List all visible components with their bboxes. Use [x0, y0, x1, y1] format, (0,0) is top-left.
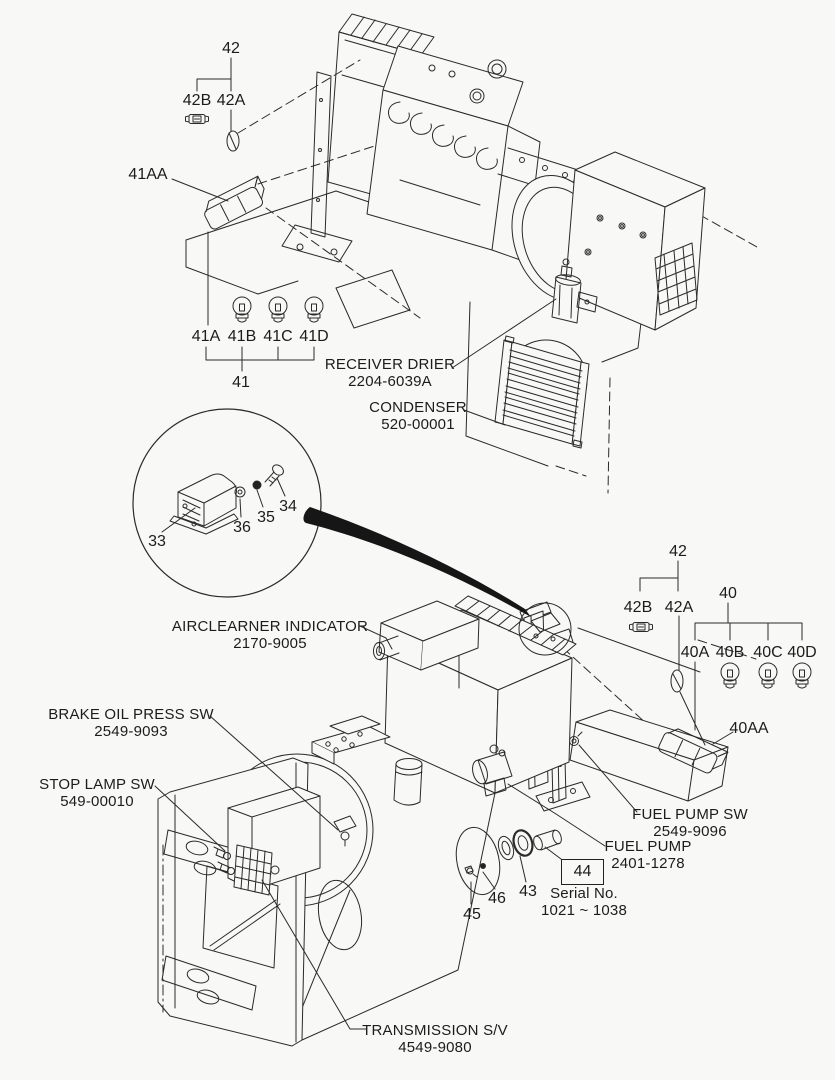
callout-41aa: 41AA — [128, 166, 168, 183]
receiver-drier-title: RECEIVER DRIER — [324, 356, 456, 373]
callout-42a-top: 42A — [216, 92, 246, 109]
stop-lamp-sw-title: STOP LAMP SW — [39, 776, 155, 793]
callout-40aa: 40AA — [729, 720, 769, 737]
brake-oil-press-switch-part — [333, 815, 357, 847]
callout-41c: 41C — [263, 328, 293, 345]
callout-40: 40 — [719, 585, 737, 602]
serial-no-range: 1021 ~ 1038 — [540, 902, 628, 919]
hose-part — [533, 829, 562, 851]
callout-41: 41 — [232, 374, 250, 391]
callout-43: 43 — [519, 883, 537, 900]
bulb-icon — [304, 296, 324, 323]
fuel-pump-title: FUEL PUMP — [604, 838, 692, 855]
brake-oil-press-sw-part-no: 2549-9093 — [94, 723, 168, 740]
bulb-icon — [232, 296, 252, 323]
callout-45: 45 — [463, 906, 481, 923]
bulb-socket-42a-icon — [226, 130, 240, 152]
festoon-bulb-icon — [185, 114, 209, 124]
transmission-sv-label: TRANSMISSION S/V 4549-9080 — [362, 1022, 508, 1056]
top-assembly-drawing — [185, 13, 758, 494]
serial-no-text: Serial No. — [550, 885, 618, 902]
lamp-housing-icon — [199, 175, 271, 232]
washer-46-icon — [480, 863, 486, 869]
callout-41b: 41B — [227, 328, 257, 345]
callout-44-box: 44 — [561, 859, 604, 885]
aircleaner-indicator-title: AIRCLEARNER INDICATOR — [171, 618, 369, 635]
callout-40b: 40B — [715, 644, 745, 661]
top-callout-lines — [171, 57, 557, 426]
callout-42-right: 42 — [669, 543, 687, 560]
bulb-icon — [268, 296, 288, 323]
fuel-pump-sw-label: FUEL PUMP SW 2549-9096 — [632, 806, 748, 840]
detail-circle — [518, 602, 572, 656]
nut-icon — [252, 480, 262, 490]
aircleaner-indicator-part-no: 2170-9005 — [233, 635, 307, 652]
stop-lamp-sw-label: STOP LAMP SW 549-00010 — [39, 776, 155, 810]
clamp-part — [512, 829, 534, 857]
callout-40a: 40A — [680, 644, 710, 661]
transmission-sv-title: TRANSMISSION S/V — [362, 1022, 508, 1039]
stop-lamp-switch-part — [213, 846, 235, 875]
callout-41a: 41A — [191, 328, 221, 345]
receiver-drier-part-no: 2204-6039A — [348, 373, 432, 390]
fuel-pump-part-no: 2401-1278 — [611, 855, 685, 872]
callout-42a-right: 42A — [664, 599, 694, 616]
callout-40c: 40C — [753, 644, 783, 661]
callout-42b-right: 42B — [623, 599, 653, 616]
fuel-pump-sw-title: FUEL PUMP SW — [632, 806, 748, 823]
callout-42b-top: 42B — [182, 92, 212, 109]
fuel-system-parts — [464, 744, 562, 878]
bulb-icon — [720, 662, 740, 689]
bulb-socket-42a-icon — [670, 669, 684, 693]
callout-44: 44 — [573, 863, 592, 880]
fuel-pump-label: FUEL PUMP 2401-1278 — [604, 838, 691, 872]
bolt-icon — [264, 464, 284, 487]
transmission-sv-part-no: 4549-9080 — [398, 1039, 472, 1056]
washer-icon — [234, 486, 246, 498]
callout-41d: 41D — [299, 328, 329, 345]
festoon-bulb-icon — [629, 622, 653, 632]
stop-lamp-sw-part-no: 549-00010 — [60, 793, 134, 810]
callout-42-top: 42 — [222, 40, 240, 57]
lower-callout-lines — [154, 560, 812, 1030]
serial-no-label: Serial No. 1021 ~ 1038 — [541, 885, 627, 919]
bulb-icon — [792, 662, 812, 689]
inset-detail-circle — [132, 408, 322, 598]
brake-oil-press-sw-label: BRAKE OIL PRESS SW 2549-9093 — [48, 706, 214, 740]
receiver-drier-part — [551, 258, 598, 324]
bolt-45-icon — [464, 865, 478, 878]
receiver-drier-label: RECEIVER DRIER 2204-6039A — [325, 356, 455, 390]
transmission-front-drawing — [213, 786, 321, 896]
callout-40d: 40D — [787, 644, 817, 661]
aircleaner-indicator-part — [373, 635, 400, 661]
condenser-label: CONDENSER 520-00001 — [369, 399, 467, 433]
callout-36: 36 — [233, 519, 251, 536]
brake-oil-press-sw-title: BRAKE OIL PRESS SW — [48, 706, 214, 723]
condenser-part — [494, 335, 590, 449]
pointer-arrow — [303, 507, 531, 617]
gasket-part — [497, 835, 515, 861]
aircleaner-indicator-label: AIRCLEARNER INDICATOR 2170-9005 — [172, 618, 368, 652]
fuel-pump-sw-part-no: 2549-9096 — [653, 823, 727, 840]
condenser-title: CONDENSER — [369, 399, 467, 416]
bulb-icon — [758, 662, 778, 689]
callout-35: 35 — [257, 509, 275, 526]
condenser-part-no: 520-00001 — [381, 416, 455, 433]
callout-34: 34 — [279, 498, 297, 515]
callout-46: 46 — [488, 890, 506, 907]
callout-33: 33 — [148, 533, 166, 550]
